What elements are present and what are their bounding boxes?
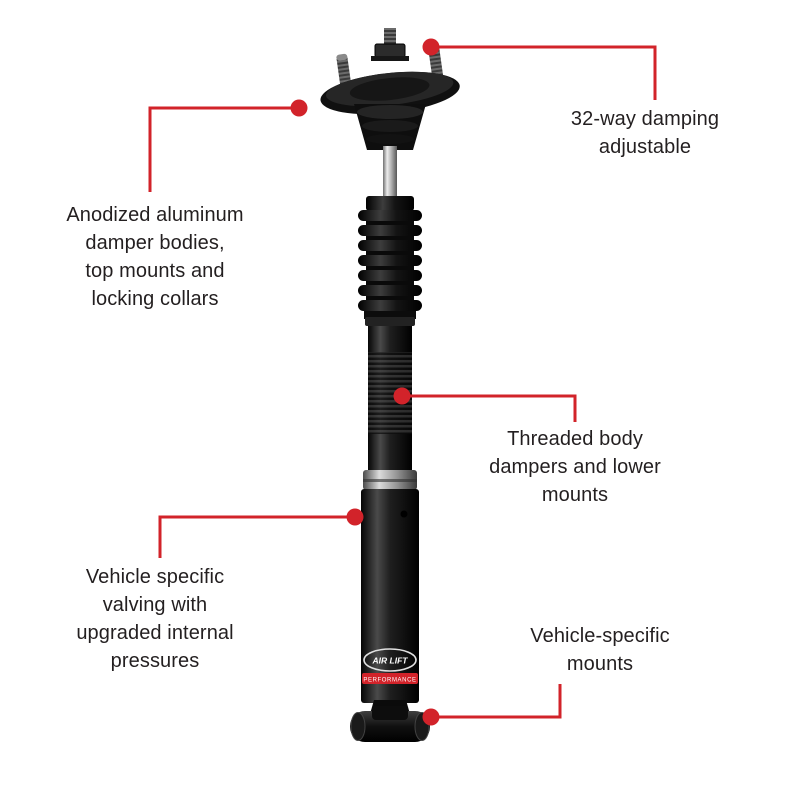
leader-line-threaded <box>402 394 577 422</box>
top-mount-plate <box>320 28 460 150</box>
callout-damping-text: 32-way damping adjustable <box>570 108 720 158</box>
callout-valving-text: Vehicle specific valving with upgraded i… <box>76 566 234 672</box>
callout-mounts-text: Vehicle-specific mounts <box>530 625 670 675</box>
piston-rod <box>383 146 397 204</box>
callout-mounts: Vehicle-specific mounts <box>490 622 710 678</box>
bottom-mount <box>350 700 430 742</box>
callout-dot-damping <box>422 38 440 56</box>
lower-damper-body <box>361 489 419 703</box>
logo-text-performance: PERFORMANCE <box>363 678 416 684</box>
callout-anodized: Anodized aluminum damper bodies, top mou… <box>45 201 265 313</box>
leader-line-mounts <box>431 684 562 719</box>
callout-dot-threaded <box>393 387 411 405</box>
leader-line-anodized <box>148 106 299 192</box>
airlift-logo: AIR LIFT PERFORMANCE <box>362 648 418 684</box>
callout-dots <box>290 38 440 726</box>
callout-anodized-text: Anodized aluminum damper bodies, top mou… <box>66 204 244 310</box>
locking-collar <box>363 470 417 490</box>
callout-valving: Vehicle specific valving with upgraded i… <box>45 563 265 675</box>
leader-lines <box>148 45 657 719</box>
callout-threaded-text: Threaded body dampers and lower mounts <box>489 428 661 506</box>
callout-threaded: Threaded body dampers and lower mounts <box>465 425 685 509</box>
dust-boot <box>358 196 422 319</box>
leader-line-damping <box>431 45 657 100</box>
callout-damping: 32-way damping adjustable <box>535 105 755 161</box>
top-nut-icon <box>374 43 406 58</box>
callout-dot-mounts <box>422 708 440 726</box>
callout-dot-valving <box>346 508 364 526</box>
center-stud-icon <box>384 28 396 48</box>
logo-oval-icon <box>363 648 417 672</box>
logo-red-bar <box>362 673 418 684</box>
logo-text-airlift: AIR LIFT <box>372 656 409 666</box>
bleed-hole-icon <box>400 510 408 518</box>
callout-dot-anodized <box>290 99 308 117</box>
leader-line-valving <box>158 515 355 558</box>
